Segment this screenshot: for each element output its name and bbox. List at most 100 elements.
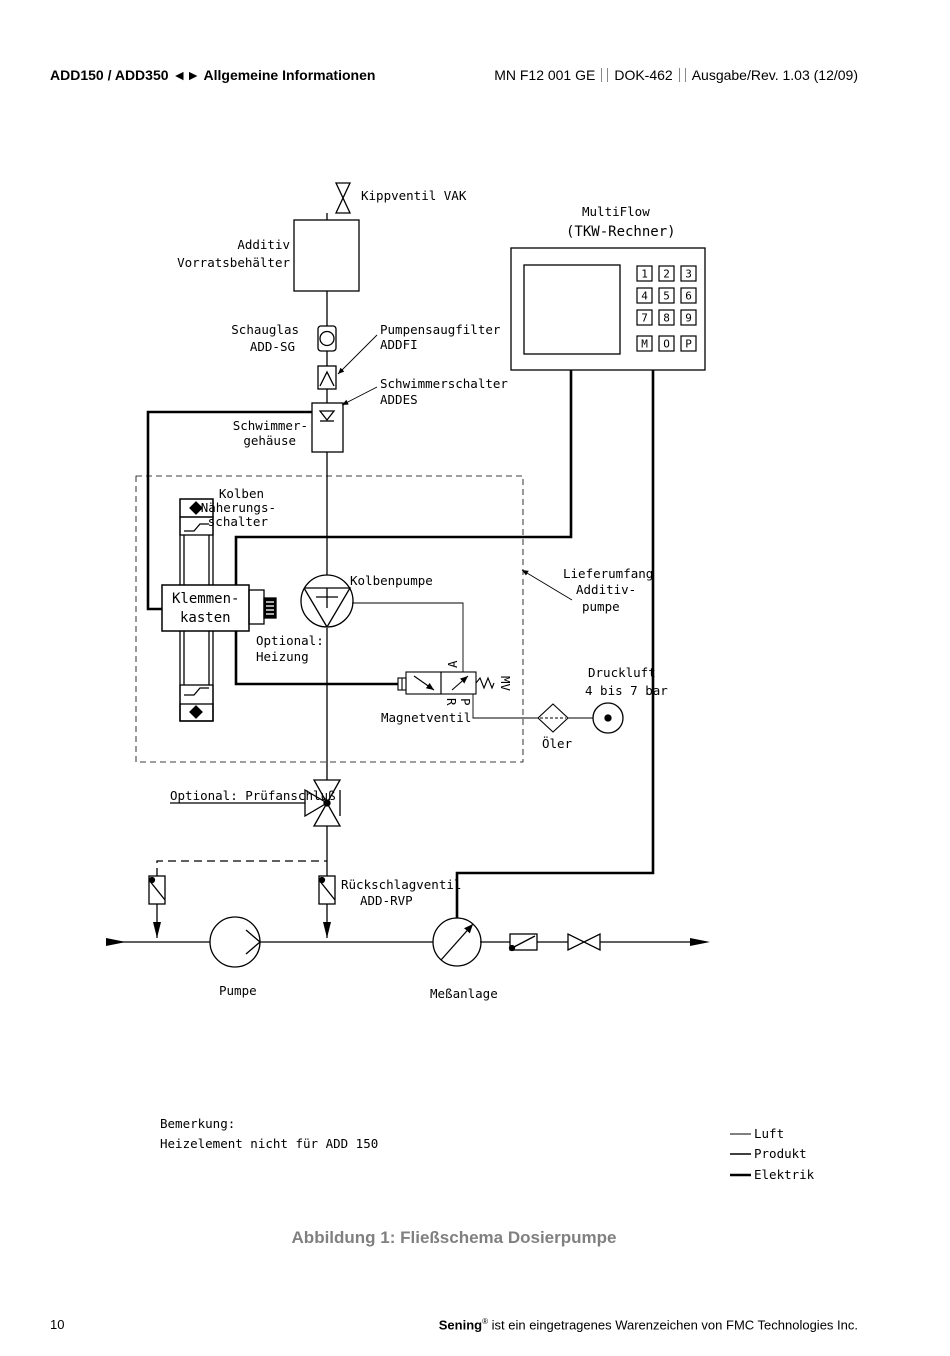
label-port-r: R xyxy=(444,698,459,706)
outlet-arrow xyxy=(690,938,710,946)
keypad-key-label: 1 xyxy=(641,268,648,281)
keypad-key-2 xyxy=(658,265,675,282)
keypad-key-5 xyxy=(658,287,675,304)
keypad-key-o xyxy=(658,335,675,352)
label-magnetventil: Magnetventil xyxy=(381,710,471,725)
keypad-key-label: 5 xyxy=(663,290,670,303)
label-klemmen: Klemmen- xyxy=(172,591,239,607)
check-valve-left xyxy=(148,875,166,905)
kippventil-symbol xyxy=(334,182,352,214)
footer-reg: ® xyxy=(482,1317,489,1326)
label-kippventil: Kippventil VAK xyxy=(361,188,467,203)
label-multiflow: MultiFlow xyxy=(582,204,650,219)
label-additiv: Additiv xyxy=(237,237,290,252)
keypad-key-label: 6 xyxy=(685,290,692,303)
heizung-symbol xyxy=(248,589,277,625)
label-schwimmerschalter: Schwimmerschalter xyxy=(380,376,508,391)
check-valve-add-rvp xyxy=(318,875,336,905)
keypad-key-9 xyxy=(680,309,697,326)
keypad-key-p xyxy=(680,335,697,352)
schauglas-symbol xyxy=(317,325,337,352)
klemmenkasten xyxy=(161,584,250,632)
label-druck-range: 4 bis 7 bar xyxy=(585,683,668,698)
pruefanschluss-valve xyxy=(304,779,342,827)
bypass-dashed xyxy=(156,860,327,876)
keypad-key-8 xyxy=(658,309,675,326)
scope-boundary xyxy=(135,475,524,763)
keypad-key-1 xyxy=(636,265,653,282)
separator xyxy=(601,68,609,82)
keypad-key-6 xyxy=(680,287,697,304)
label-schalter: schalter xyxy=(208,514,269,529)
label-schwimmer: Schwimmer- xyxy=(233,418,308,433)
label-kolben: Kolben xyxy=(219,486,264,501)
druckluft-symbol xyxy=(592,702,624,734)
label-port-p: P xyxy=(458,698,473,706)
label-druckluft: Druckluft xyxy=(588,665,656,680)
label-kolbenpumpe: Kolbenpumpe xyxy=(350,573,433,588)
label-add-rvp: ADD-RVP xyxy=(360,893,413,908)
keypad-key-label: 3 xyxy=(685,268,692,281)
air-lines xyxy=(352,602,593,719)
keypad-key-4 xyxy=(636,287,653,304)
shutoff-valve xyxy=(567,932,601,952)
footer-brand: Sening xyxy=(438,1317,483,1333)
electrical-lines xyxy=(146,370,655,918)
messanlage-symbol xyxy=(432,917,482,967)
legend-produkt: Produkt xyxy=(754,1146,807,1161)
label-pumpe: Pumpe xyxy=(219,983,257,998)
oeler-symbol xyxy=(537,703,569,733)
footer-note: Sening® ist ein eingetragenes Warenzeich… xyxy=(439,1317,858,1332)
label-addes: ADDES xyxy=(380,392,418,407)
keypad-key-label: 8 xyxy=(663,312,670,325)
label-vorratsbehaelter: Vorratsbehälter xyxy=(177,255,290,270)
label-tkw-rechner: (TKW-Rechner) xyxy=(566,224,676,240)
keypad-key-label: P xyxy=(685,338,692,351)
header-title: ADD150 / ADD350 ◄► Allgemeine Informatio… xyxy=(50,67,376,83)
additiv-tank xyxy=(293,219,360,292)
keypad-key-3 xyxy=(680,265,697,282)
schwimmergehaeuse-symbol xyxy=(311,402,344,453)
footer-text: ist ein eingetragenes Warenzeichen von F… xyxy=(488,1317,858,1333)
keypad-key-m xyxy=(636,335,653,352)
figure-caption: Abbildung 1: Fließschema Dosierpumpe xyxy=(291,1228,617,1247)
keypad-key-7 xyxy=(636,309,653,326)
keypad-key-label: M xyxy=(641,338,648,351)
label-gehaeuse: gehäuse xyxy=(243,433,296,448)
label-naeherungs: Näherungs- xyxy=(201,500,276,515)
keypad-key-label: 2 xyxy=(663,268,670,281)
label-heizung: Heizung xyxy=(256,649,309,664)
page-number: 10 xyxy=(50,1317,65,1332)
leader-lines xyxy=(337,334,573,601)
label-lieferumfang: Lieferumfang xyxy=(563,566,653,581)
keypad-key-label: O xyxy=(663,338,670,351)
keypad-key-label: 7 xyxy=(641,312,648,325)
label-kasten: kasten xyxy=(180,610,231,626)
label-pruefanschluss: Optional: Prüfanschluß xyxy=(170,788,336,803)
label-addfi: ADDFI xyxy=(380,337,418,352)
label-pumpensaugfilter: Pumpensaugfilter xyxy=(380,322,501,337)
multiflow-computer xyxy=(510,247,706,371)
inlet-arrow xyxy=(106,938,126,946)
label-additiv-pumpe: Additiv- xyxy=(576,582,636,597)
label-heizelement-note: Heizelement nicht für ADD 150 xyxy=(160,1136,378,1151)
label-oeler: Öler xyxy=(542,735,573,751)
keypad-key-label: 9 xyxy=(685,312,692,325)
doc-id: MN F12 001 GE xyxy=(494,67,596,83)
separator xyxy=(678,68,686,82)
flow-arrows xyxy=(106,922,710,946)
check-valve-outlet xyxy=(508,933,538,952)
filter-symbol xyxy=(317,365,337,390)
label-rueckschlagventil: Rückschlagventil xyxy=(341,877,461,892)
multiflow-keypad: 1 2 3 4 5 6 7 8 9M O P xyxy=(636,265,697,352)
kolbenpumpe-symbol xyxy=(300,574,354,628)
legend-luft: Luft xyxy=(754,1126,784,1141)
legend-elektrik: Elektrik xyxy=(754,1167,815,1182)
label-pumpe-scope: pumpe xyxy=(582,599,620,614)
pumpe-symbol xyxy=(209,916,261,968)
magnetventil-symbol xyxy=(397,671,495,695)
label-bemerkung: Bemerkung: xyxy=(160,1116,235,1131)
keypad-key-label: 4 xyxy=(641,290,648,303)
